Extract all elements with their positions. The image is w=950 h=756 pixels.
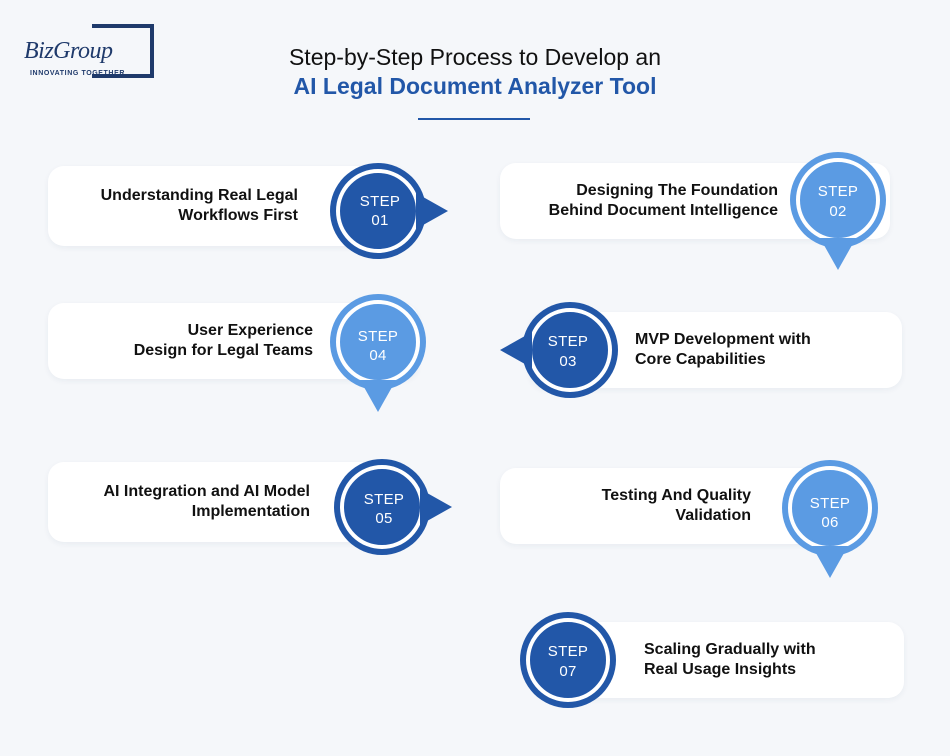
step-05-title-line1: AI Integration and AI Model [103,483,310,500]
arrow-head-icon [420,489,452,525]
step-06-step-label: STEP [809,495,851,512]
step-01-title-line2: Workflows First [178,207,298,224]
step-03-badge: STEP 03 [500,302,618,398]
step-02-badge: STEP 02 [790,152,886,270]
step-07-title-line2: Real Usage Insights [644,661,797,678]
page-title-line2: AI Legal Document Analyzer Tool [293,73,657,99]
step-03-number: 03 [559,353,577,370]
step-04-title-line2: Design for Legal Teams [133,342,313,359]
step-02-title-line1: Designing The Foundation [576,182,778,199]
step-07-title-line1: Scaling Gradually with [644,641,816,658]
title-underline [418,118,530,120]
logo-tagline: INNOVATING TOGETHER [30,70,126,77]
arrow-head-icon [360,380,396,412]
step-01-number: 01 [371,212,389,229]
logo-wordmark: BizGroup [24,38,115,65]
step-02-number: 02 [829,203,847,220]
step-06-title-line2: Validation [675,507,751,524]
step-03-step-label: STEP [547,333,589,350]
step-01-circle-arrow [330,163,448,259]
step-07-badge: STEP 07 [520,612,616,708]
step-02-step-label: STEP [817,183,859,200]
step-02-title-line2: Behind Document Intelligence [548,202,778,219]
step-02-circle-arrow [790,152,886,270]
step-05-title-line2: Implementation [191,503,310,520]
step-06-circle-arrow [782,460,878,578]
step-07-step-label: STEP [547,643,589,660]
step-05-badge: STEP 05 [334,459,452,555]
step-06-badge: STEP 06 [782,460,878,578]
arrow-head-icon [820,238,856,270]
step-04-step-label: STEP [357,328,399,345]
step-05-step-label: STEP [363,491,405,508]
step-06-number: 06 [821,514,839,531]
step-06-title-line1: Testing And Quality [601,487,751,504]
step-03-circle-arrow [500,302,618,398]
step-01-badge: STEP 01 [330,163,448,259]
step-05-circle-arrow [334,459,452,555]
step-07-circle-arrow [520,612,616,708]
step-03-title-line2: Core Capabilities [635,351,766,368]
step-04-title-line1: User Experience [187,322,313,339]
step-04-circle-arrow [330,294,426,412]
arrow-head-icon [500,332,532,368]
bizgroup-logo: BizGroup INNOVATING TOGETHER [22,24,158,82]
logo-frame [92,24,154,78]
step-01-step-label: STEP [359,193,401,210]
page-title-line1: Step-by-Step Process to Develop an [288,44,662,70]
step-01-title-line1: Understanding Real Legal [100,187,298,204]
step-03-title-line1: MVP Development with [635,331,811,348]
step-04-number: 04 [369,347,387,364]
step-05-number: 05 [375,510,393,527]
step-04-badge: STEP 04 [330,294,426,412]
arrow-head-icon [416,193,448,229]
arrow-head-icon [812,546,848,578]
step-07-number: 07 [559,663,577,680]
